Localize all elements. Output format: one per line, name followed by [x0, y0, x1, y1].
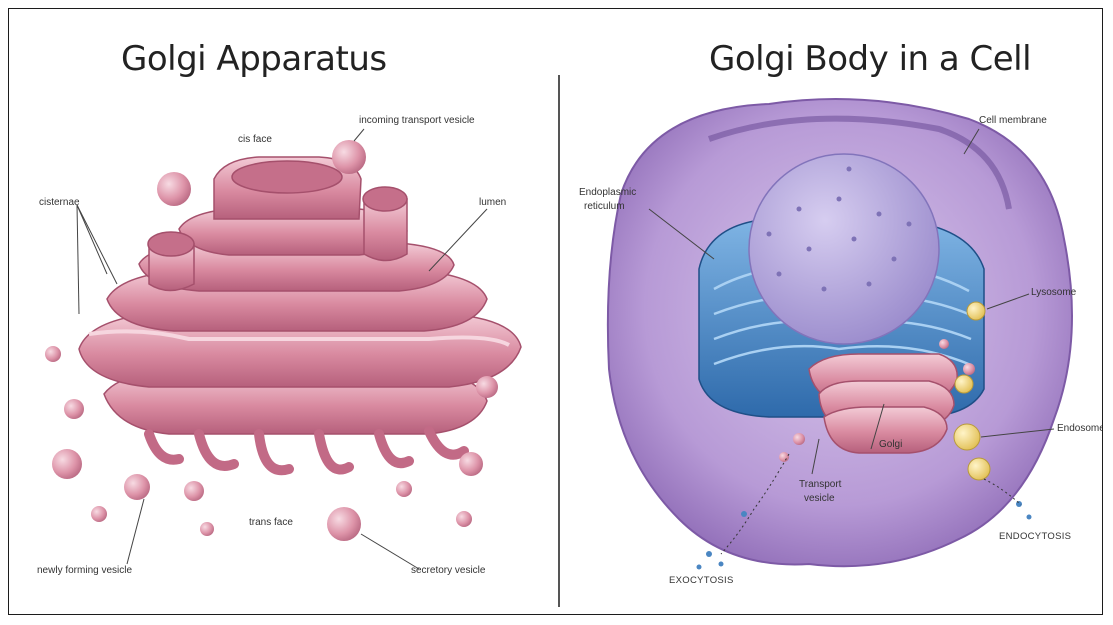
label-endosome: Endosome: [1057, 423, 1103, 435]
label-cell-membrane: Cell membrane: [979, 115, 1047, 127]
label-lumen: lumen: [479, 197, 506, 209]
label-trans-face: trans face: [249, 517, 293, 529]
label-exocytosis: EXOCYTOSIS: [669, 575, 734, 587]
label-endocytosis: ENDOCYTOSIS: [999, 531, 1071, 543]
endocytosis-dots: [1016, 501, 1032, 520]
label-incoming-transport-vesicle: incoming transport vesicle: [359, 115, 475, 127]
label-cis-face: cis face: [238, 134, 272, 146]
label-golgi: Golgi: [879, 439, 902, 451]
label-endoplasmic: Endoplasmic: [579, 187, 636, 199]
label-transport: Transport: [799, 479, 841, 491]
label-cisternae: cisternae: [39, 197, 80, 209]
label-secretory-vesicle: secretory vesicle: [411, 565, 485, 577]
label-vesicle: vesicle: [804, 493, 835, 505]
label-lysosome: Lysosome: [1031, 287, 1076, 299]
golgi-apparatus-illustration: [9, 9, 1103, 615]
figure-frame: Golgi Apparatus Golgi Body in a Cell: [8, 8, 1103, 615]
label-newly-forming-vesicle: newly forming vesicle: [37, 565, 132, 577]
cisternae-stack: [79, 157, 521, 470]
label-reticulum: reticulum: [584, 201, 625, 213]
cell-illustration: [608, 99, 1072, 570]
